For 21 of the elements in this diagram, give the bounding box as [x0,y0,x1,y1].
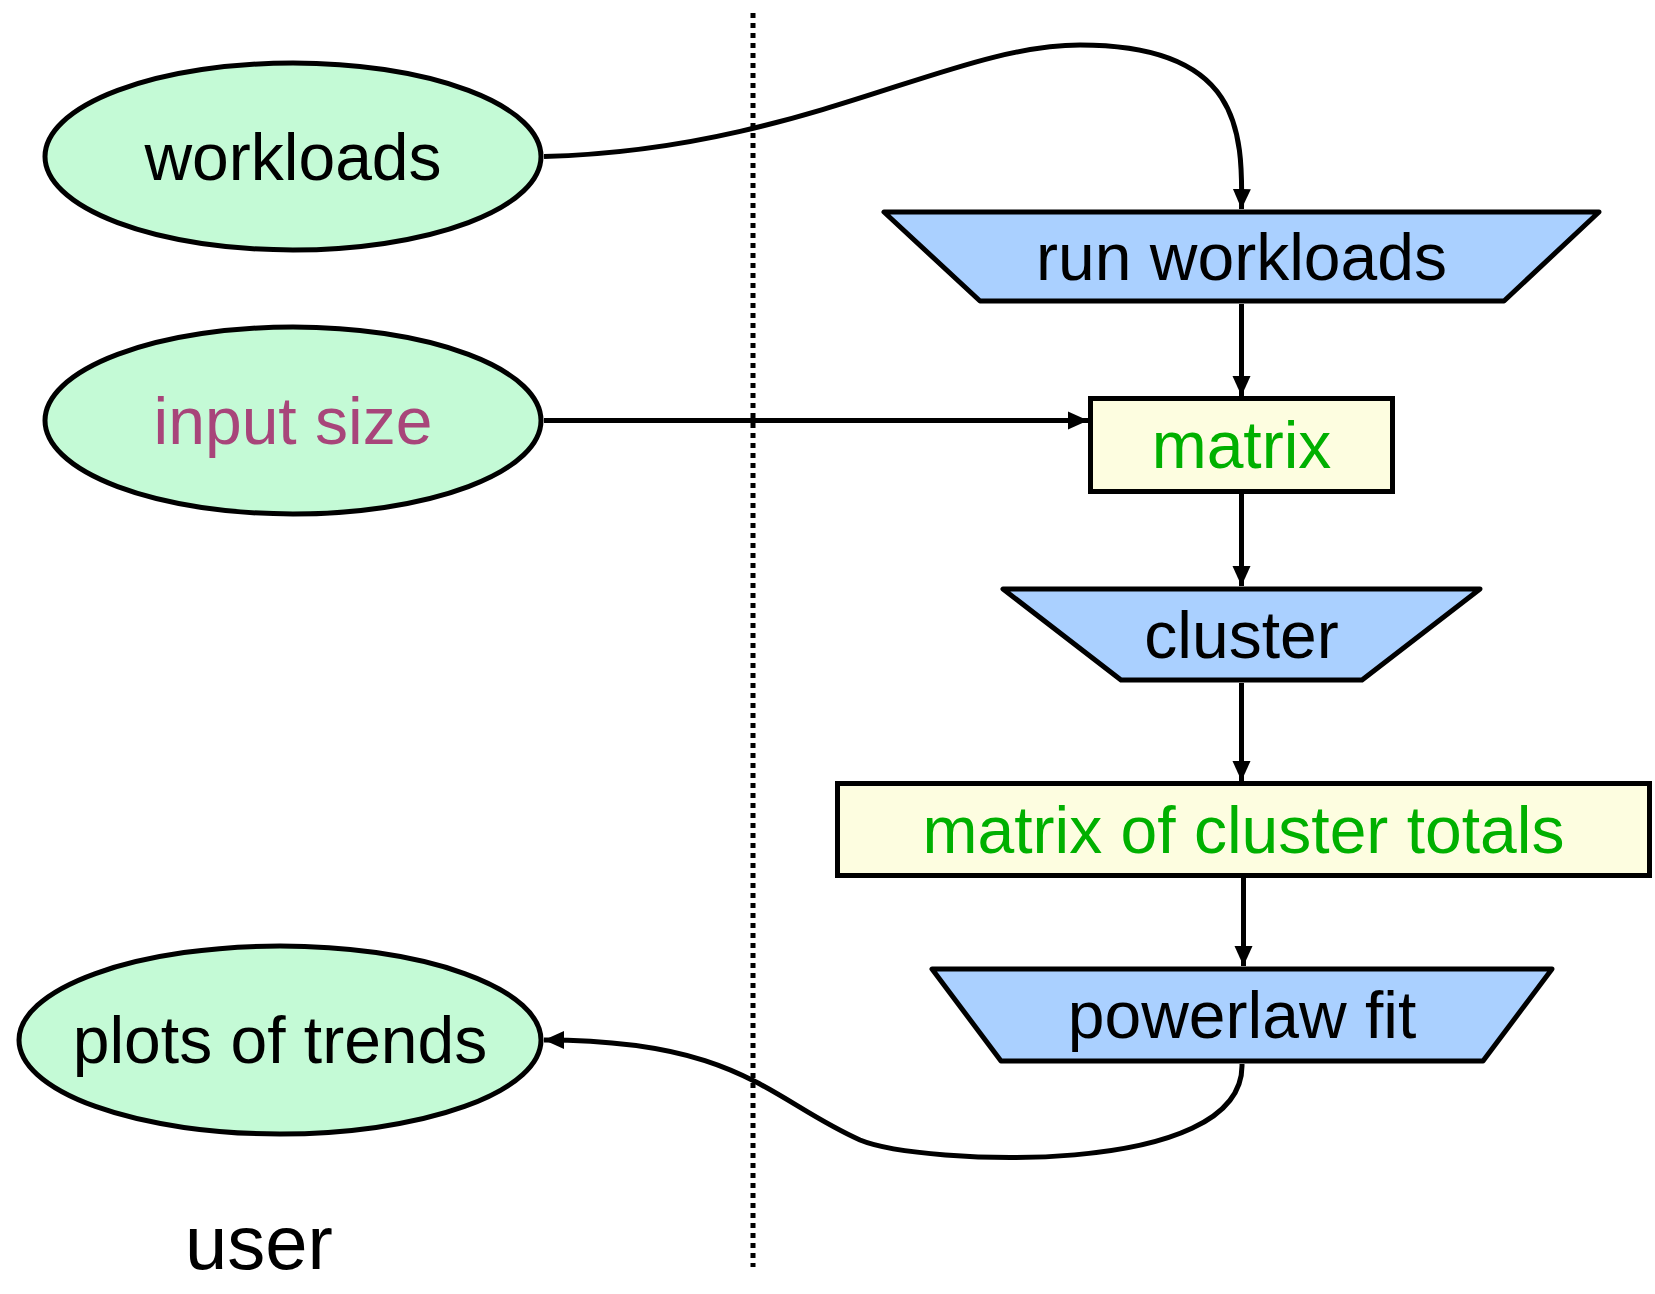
lane-label: user [185,1205,333,1281]
process-trapezoid [1000,586,1483,683]
data-box [1088,396,1395,494]
arrow [543,42,1251,210]
arrow [1232,494,1251,586]
arrow [1234,878,1253,966]
arrow [1232,304,1251,396]
arrow [1232,683,1251,781]
node-label: cluster [1144,601,1339,668]
arrow [543,1031,1245,1160]
node-label: workloads [144,123,442,190]
node-label: matrix of cluster totals [922,796,1565,863]
node-label: run workloads [1036,223,1447,290]
process-trapezoid [929,966,1555,1064]
node-label: matrix [1151,412,1332,478]
output-ellipse [16,943,544,1137]
process-trapezoid [881,209,1602,304]
input-ellipse [42,60,544,253]
data-box [835,781,1652,878]
arrow [544,411,1088,430]
input-ellipse [42,324,544,517]
